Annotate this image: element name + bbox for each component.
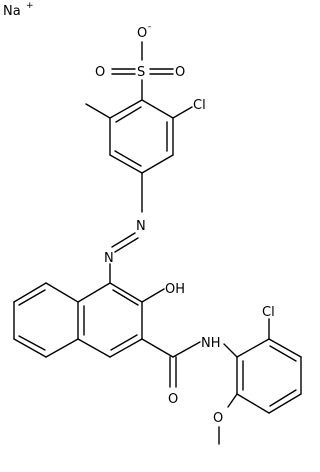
bond-naph-l4 (13, 338, 47, 358)
bond-ring-carbonyl (141, 338, 174, 358)
sulfonate-oxygen-charge: - (148, 22, 151, 32)
sulfur-label: S (137, 65, 145, 80)
bond-ring-methyl (85, 103, 111, 119)
bond-ring1-f-inner (115, 106, 142, 123)
amide-nitrogen-label: NH (201, 336, 221, 351)
bond-ring1-c (141, 154, 174, 174)
bond-ring3-b (268, 338, 302, 358)
bond-naph-r1 (109, 282, 143, 303)
bond-azo-double-a (111, 232, 136, 248)
bond-azo-double-b (114, 237, 139, 253)
bond-ring1-d (109, 154, 143, 174)
chlorine-label-bottom: Cl (262, 305, 275, 320)
bond-c-oh (141, 288, 165, 303)
sodium-charge: + (26, 1, 34, 11)
bond-ring3-a (236, 338, 270, 358)
bond-ring3-b-inner (269, 345, 297, 362)
bond-ring1-d-inner (114, 150, 142, 167)
atom-labels: Na + S O - O O Cl N N OH NH O Cl O (3, 1, 275, 426)
bond-ring3-e (236, 393, 270, 414)
sodium-label: Na (3, 4, 21, 19)
bond-naph-l1 (45, 282, 79, 303)
carbonyl-oxygen-label: O (168, 392, 178, 407)
bond-ring-cl-top (172, 106, 193, 119)
azo-nitrogen-1: N (136, 219, 146, 234)
bond-ring3-d-inner (269, 389, 297, 407)
bond-naph-r5 (77, 282, 111, 303)
sulfonate-oxygen-top: O (137, 26, 147, 41)
bond-ring1-f (109, 99, 143, 119)
bond-naph-r3-inner (110, 334, 138, 351)
bond-ring1-a (141, 99, 174, 119)
bond-naph-l5 (45, 338, 79, 358)
chlorine-label-top: Cl (193, 98, 206, 113)
bond-carbonyl-n (172, 341, 201, 358)
methoxy-oxygen-label: O (213, 411, 223, 426)
bond-ring-methoxy (227, 393, 238, 408)
bond-ring3-d (268, 393, 302, 414)
bond-naph-r4 (77, 338, 111, 358)
sulfonate-oxygen-left: O (95, 65, 105, 80)
bond-naph-l2-inner (18, 289, 46, 306)
azo-nitrogen-2: N (104, 251, 114, 266)
hydroxyl-label: OH (165, 282, 185, 297)
bond-n-aryl (223, 343, 238, 358)
bond-naph-l4-inner (18, 335, 46, 351)
bond-naph-l2 (13, 282, 47, 303)
bond-lines (13, 41, 302, 445)
sulfonate-oxygen-right: O (175, 65, 185, 80)
bond-naph-r1-inner (112, 289, 139, 306)
bond-naph-r3 (109, 338, 143, 358)
